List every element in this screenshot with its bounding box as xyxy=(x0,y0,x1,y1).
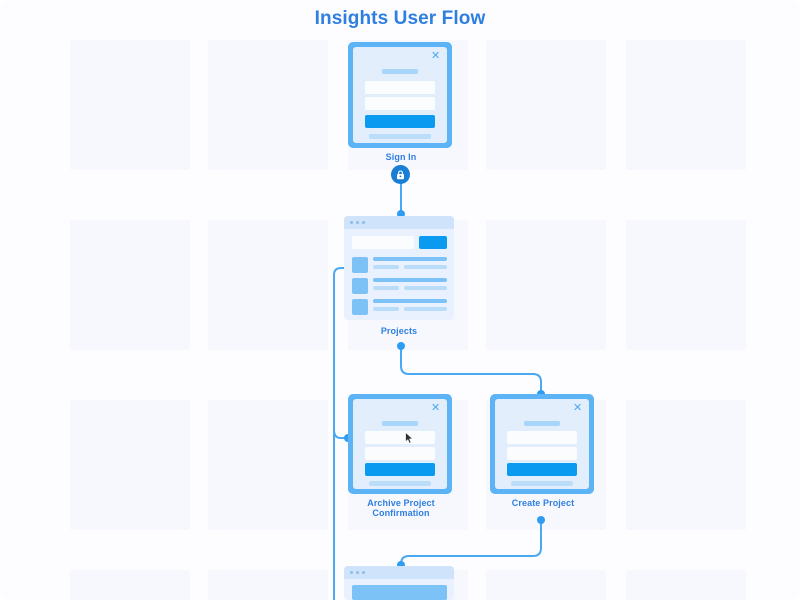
input-field-1[interactable] xyxy=(365,81,435,94)
flow-node-create-project[interactable]: ✕ Create Project xyxy=(490,394,596,524)
create-project-modal[interactable]: ✕ xyxy=(490,394,594,494)
placeholder-card xyxy=(486,220,606,350)
placeholder-card xyxy=(70,400,190,530)
modal-body: ✕ xyxy=(495,399,589,489)
close-icon[interactable]: ✕ xyxy=(431,402,441,414)
list-item-thumbnail xyxy=(352,299,368,315)
input-field-2[interactable] xyxy=(365,447,435,460)
window-title-bar xyxy=(344,216,454,229)
close-icon[interactable]: ✕ xyxy=(431,50,441,62)
secondary-link-placeholder[interactable] xyxy=(369,134,431,139)
modal-heading-placeholder xyxy=(382,421,418,426)
projects-window[interactable] xyxy=(344,216,454,320)
secondary-link-placeholder[interactable] xyxy=(369,481,431,486)
primary-button[interactable] xyxy=(507,463,577,476)
connector-projects-to-create xyxy=(400,348,542,392)
connector-rail-to-archive xyxy=(333,429,346,439)
window-dot-icon xyxy=(350,221,353,224)
bottom-window[interactable] xyxy=(344,566,454,600)
input-field-1[interactable] xyxy=(507,431,577,444)
flow-node-projects[interactable]: Projects xyxy=(344,216,454,336)
modal-heading-placeholder xyxy=(524,421,560,426)
primary-action-button[interactable] xyxy=(419,236,447,249)
placeholder-card xyxy=(70,40,190,170)
placeholder-card xyxy=(208,570,328,600)
modal-heading-placeholder xyxy=(382,69,418,74)
content-block xyxy=(352,585,447,600)
window-dot-icon xyxy=(356,571,359,574)
placeholder-card xyxy=(626,220,746,350)
flow-node-label: Create Project xyxy=(511,498,575,508)
modal-body: ✕ xyxy=(353,47,447,143)
window-dot-icon xyxy=(356,221,359,224)
window-title-bar xyxy=(344,566,454,579)
list-item-meta-line xyxy=(373,265,399,269)
list-item-title-line xyxy=(373,299,447,303)
primary-button[interactable] xyxy=(365,115,435,128)
flow-node-label: Archive Project Confirmation xyxy=(367,498,435,518)
sign-in-modal[interactable]: ✕ xyxy=(348,42,452,148)
window-dot-icon xyxy=(362,221,365,224)
placeholder-card xyxy=(486,570,606,600)
list-item-meta-line xyxy=(404,307,447,311)
mouse-cursor-icon xyxy=(405,431,414,444)
list-item-meta-line xyxy=(373,307,399,311)
page-title: Insights User Flow xyxy=(314,8,486,29)
placeholder-card xyxy=(626,570,746,600)
flow-node-archive-project-confirmation[interactable]: ✕ Archive Project Confirmation xyxy=(348,394,454,524)
list-item-meta-line xyxy=(373,286,399,290)
placeholder-card xyxy=(208,400,328,530)
search-input[interactable] xyxy=(352,236,414,249)
flow-node-sign-in[interactable]: ✕ Sign In xyxy=(348,42,454,184)
primary-button[interactable] xyxy=(365,463,435,476)
input-field-2[interactable] xyxy=(365,97,435,110)
modal-body: ✕ xyxy=(353,399,447,489)
placeholder-card xyxy=(208,40,328,170)
secondary-link-placeholder[interactable] xyxy=(511,481,573,486)
list-item-title-line xyxy=(373,257,447,261)
placeholder-card xyxy=(626,40,746,170)
window-dot-icon xyxy=(362,571,365,574)
flow-node-label: Sign In xyxy=(385,152,417,162)
placeholder-card xyxy=(70,570,190,600)
input-field-2[interactable] xyxy=(507,447,577,460)
list-item-meta-line xyxy=(404,286,447,290)
flow-node-bottom-screen[interactable] xyxy=(344,566,454,600)
input-field-1[interactable] xyxy=(365,431,435,444)
list-item-thumbnail xyxy=(352,278,368,294)
lock-icon xyxy=(391,165,410,184)
list-item-thumbnail xyxy=(352,257,368,273)
list-item-title-line xyxy=(373,278,447,282)
window-dot-icon xyxy=(350,571,353,574)
placeholder-card xyxy=(70,220,190,350)
placeholder-card xyxy=(486,40,606,170)
list-item-meta-line xyxy=(404,265,447,269)
placeholder-card xyxy=(626,400,746,530)
flow-node-label: Projects xyxy=(380,326,418,336)
close-icon[interactable]: ✕ xyxy=(573,402,583,414)
archive-project-confirmation-modal[interactable]: ✕ xyxy=(348,394,452,494)
placeholder-card xyxy=(208,220,328,350)
